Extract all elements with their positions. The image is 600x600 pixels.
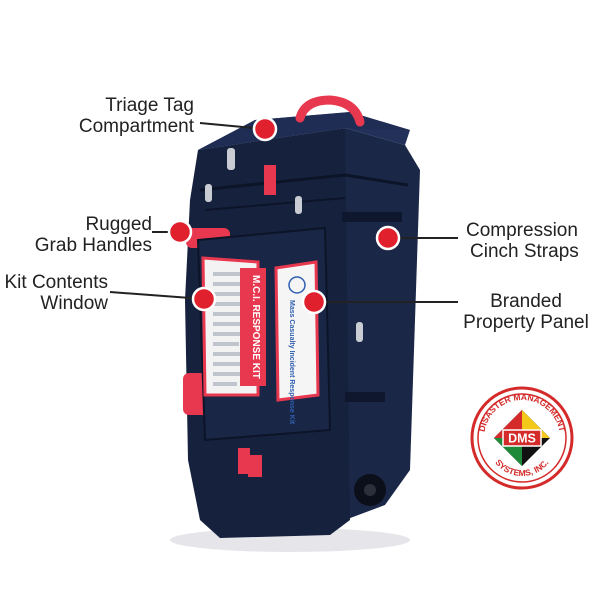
callout-line: Window	[40, 293, 108, 314]
branded-panel-text: Mass Casualty Incident Response Kit	[288, 300, 295, 425]
compression-strap	[342, 212, 402, 222]
callout-kit-contents-window: Kit Contents Window	[0, 272, 109, 314]
dms-logo: DISASTER MANAGEMENT SYSTEMS, INC. DMS	[470, 386, 574, 490]
callout-line: Rugged	[85, 214, 152, 235]
callout-line: Triage Tag	[105, 95, 194, 116]
zipper-pull	[356, 322, 363, 342]
callout-line: Grab Handles	[34, 235, 152, 256]
callout-dot-grab	[167, 219, 193, 245]
zipper-pull	[227, 148, 235, 170]
zipper-pull	[205, 184, 212, 202]
logo-center-text: DMS	[508, 432, 536, 446]
callout-dot-compression	[375, 225, 401, 251]
callout-triage-tag: Triage Tag Compartment	[64, 95, 194, 137]
callout-line: Cinch Straps	[470, 241, 579, 262]
zipper-pull	[295, 196, 302, 214]
callout-grab-handles: Rugged Grab Handles	[12, 214, 152, 256]
response-kit-card: M.C.I. RESPONSE KIT	[240, 268, 266, 386]
callout-line: Property Panel	[463, 312, 589, 333]
callout-dot-branded	[301, 289, 327, 315]
callout-dot-triage	[252, 116, 278, 142]
callout-line: Compartment	[78, 116, 194, 137]
callout-line: Branded	[490, 291, 562, 312]
callout-compression-straps: Compression Cinch Straps	[466, 220, 596, 262]
callout-branded-panel: Branded Property Panel	[456, 291, 596, 333]
callout-dot-window	[191, 286, 217, 312]
callout-line: Compression	[466, 220, 578, 241]
compression-strap	[345, 392, 385, 402]
top-handle	[295, 95, 365, 127]
callout-line: Kit Contents	[4, 272, 109, 293]
response-kit-card-text: M.C.I. RESPONSE KIT	[250, 275, 261, 379]
logo-emblem: DMS	[494, 410, 550, 466]
